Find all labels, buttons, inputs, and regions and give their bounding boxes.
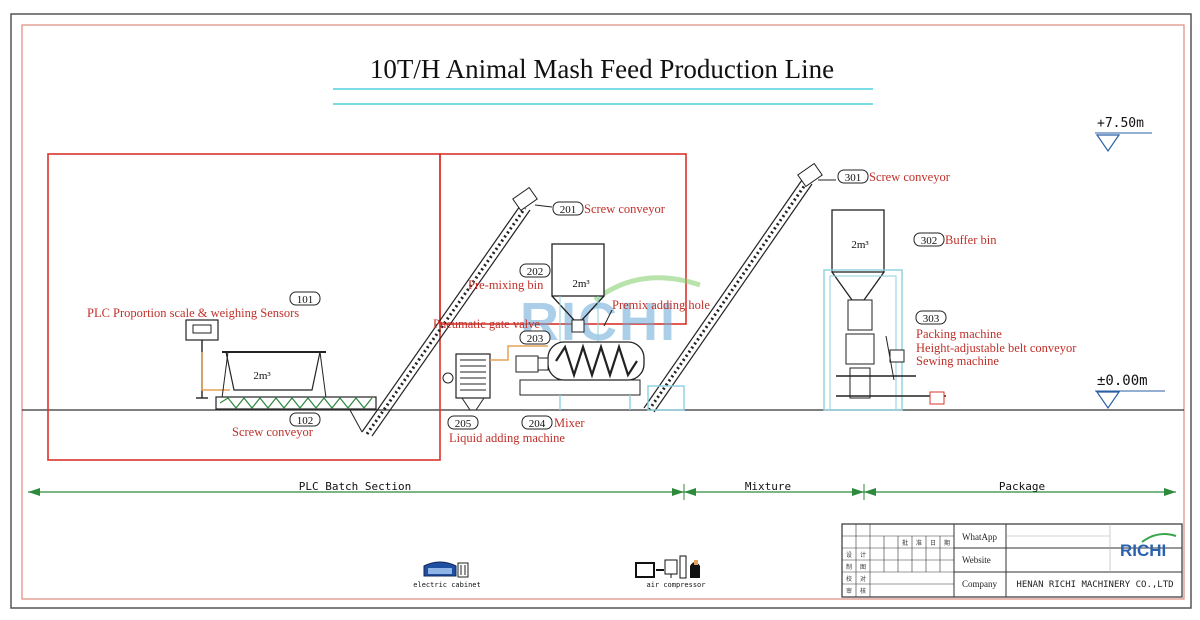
label-302: 302 Buffer bin <box>913 232 997 247</box>
air-compressor-label: air compressor <box>646 581 705 589</box>
label-204-id: 204 <box>529 418 546 430</box>
screw-conveyor-301 <box>643 162 836 413</box>
label-301-text: Screw conveyor <box>869 170 951 184</box>
richi-logo-text: RICHI <box>1120 541 1166 560</box>
label-303: 303 Packing machine Height-adjustable be… <box>915 310 1077 368</box>
label-premix-hole: Premix adding hole <box>612 298 710 312</box>
premix-bin-volume: 2m³ <box>572 278 590 290</box>
label-302-text: Buffer bin <box>945 233 997 247</box>
label-205: 205 Liquid adding machine <box>447 415 565 445</box>
plc-scale-equipment: 2m³ <box>185 319 327 399</box>
label-204: 204 Mixer <box>521 415 585 430</box>
label-202-id: 202 <box>527 266 544 278</box>
label-102-id: 102 <box>297 415 314 427</box>
grid-cell-1: 计 <box>860 551 866 559</box>
label-sewing-machine: Sewing machine <box>916 354 999 368</box>
label-203-id: 203 <box>527 333 544 345</box>
electric-cabinet-legend: electric cabinet <box>413 561 481 589</box>
electric-cabinet-label: electric cabinet <box>413 581 480 589</box>
screw-conveyor-102 <box>215 396 377 410</box>
grid-cell-6: 审 <box>846 587 852 595</box>
section-label-plc: PLC Batch Section <box>299 480 412 493</box>
title-block: 设 计 制 图 校 对 审 核 批 准 日 期 WhatApp Website … <box>841 523 1183 598</box>
liquid-adding-machine-205 <box>442 345 548 411</box>
buffer-bin-volume: 2m³ <box>851 239 869 251</box>
title-block-whatapp-label: WhatApp <box>962 532 997 542</box>
pre-mixing-bin-202: 2m³ <box>551 243 605 345</box>
equipment-labels: 101 PLC Proportion scale & weighing Sens… <box>87 169 1077 445</box>
grid-cell-4: 校 <box>846 575 852 583</box>
screw-conveyor-201 <box>349 186 553 437</box>
label-303-text: Packing machine <box>916 327 1002 341</box>
label-102: 102 Screw conveyor <box>232 412 321 439</box>
grid-cell-11: 期 <box>944 539 950 547</box>
elevation-ground-mark: ±0.00m <box>1095 373 1165 410</box>
label-205-id: 205 <box>455 418 472 430</box>
air-compressor-legend: air compressor <box>635 555 706 589</box>
grid-cell-10: 日 <box>930 540 936 547</box>
label-102-text: Screw conveyor <box>232 425 314 439</box>
label-202-text: Pre-mixing bin <box>468 278 544 292</box>
label-201-text: Screw conveyor <box>584 202 666 216</box>
drawing-title: 10T/H Animal Mash Feed Production Line <box>370 54 834 84</box>
label-202: 202 Pre-mixing bin <box>468 263 551 292</box>
label-204-text: Mixer <box>554 416 585 430</box>
label-belt-conveyor: Height-adjustable belt conveyor <box>916 341 1077 355</box>
section-dimension-line: PLC Batch Section Mixture Package <box>28 480 1176 500</box>
label-203: Pneumatic gate valve 203 <box>433 317 551 345</box>
scale-bin-volume: 2m³ <box>253 370 271 382</box>
richi-logo: RICHI <box>1120 533 1177 560</box>
elevation-ground-label: ±0.00m <box>1097 373 1148 389</box>
label-301: 301 Screw conveyor <box>837 169 951 184</box>
section-label-package: Package <box>999 480 1045 493</box>
grid-cell-2: 制 <box>846 563 852 571</box>
title-block-company-label: Company <box>962 579 997 589</box>
elevation-top-mark: +7.50m <box>1095 116 1152 153</box>
mixer-204 <box>515 309 645 410</box>
title-block-company-value: HENAN RICHI MACHINERY CO.,LTD <box>1016 580 1173 590</box>
label-201-id: 201 <box>560 204 577 216</box>
grid-cell-7: 核 <box>860 587 866 595</box>
label-302-id: 302 <box>921 235 938 247</box>
label-205-text: Liquid adding machine <box>449 431 565 445</box>
label-101-id: 101 <box>297 294 314 306</box>
label-301-id: 301 <box>845 172 862 184</box>
mixing-section-frame <box>439 153 687 325</box>
packing-machine-303 <box>823 269 946 411</box>
outer-frame <box>10 13 1192 609</box>
section-label-mixture: Mixture <box>745 480 791 493</box>
buffer-bin-302: 2m³ <box>831 209 885 301</box>
title-block-website-label: Website <box>962 555 991 565</box>
label-101-text: PLC Proportion scale & weighing Sensors <box>87 306 299 320</box>
grid-cell-0: 设 <box>846 551 852 559</box>
label-101: 101 PLC Proportion scale & weighing Sens… <box>87 291 321 320</box>
inner-frame <box>21 24 1185 600</box>
grid-cell-3: 图 <box>860 564 866 571</box>
label-203-text: Pneumatic gate valve <box>433 317 540 331</box>
grid-cell-8: 批 <box>902 539 908 547</box>
label-303-id: 303 <box>923 313 940 325</box>
label-201: 201 Screw conveyor <box>552 201 666 216</box>
grid-cell-9: 准 <box>916 539 922 547</box>
grid-cell-5: 对 <box>860 575 866 583</box>
elevation-top-label: +7.50m <box>1097 116 1144 131</box>
